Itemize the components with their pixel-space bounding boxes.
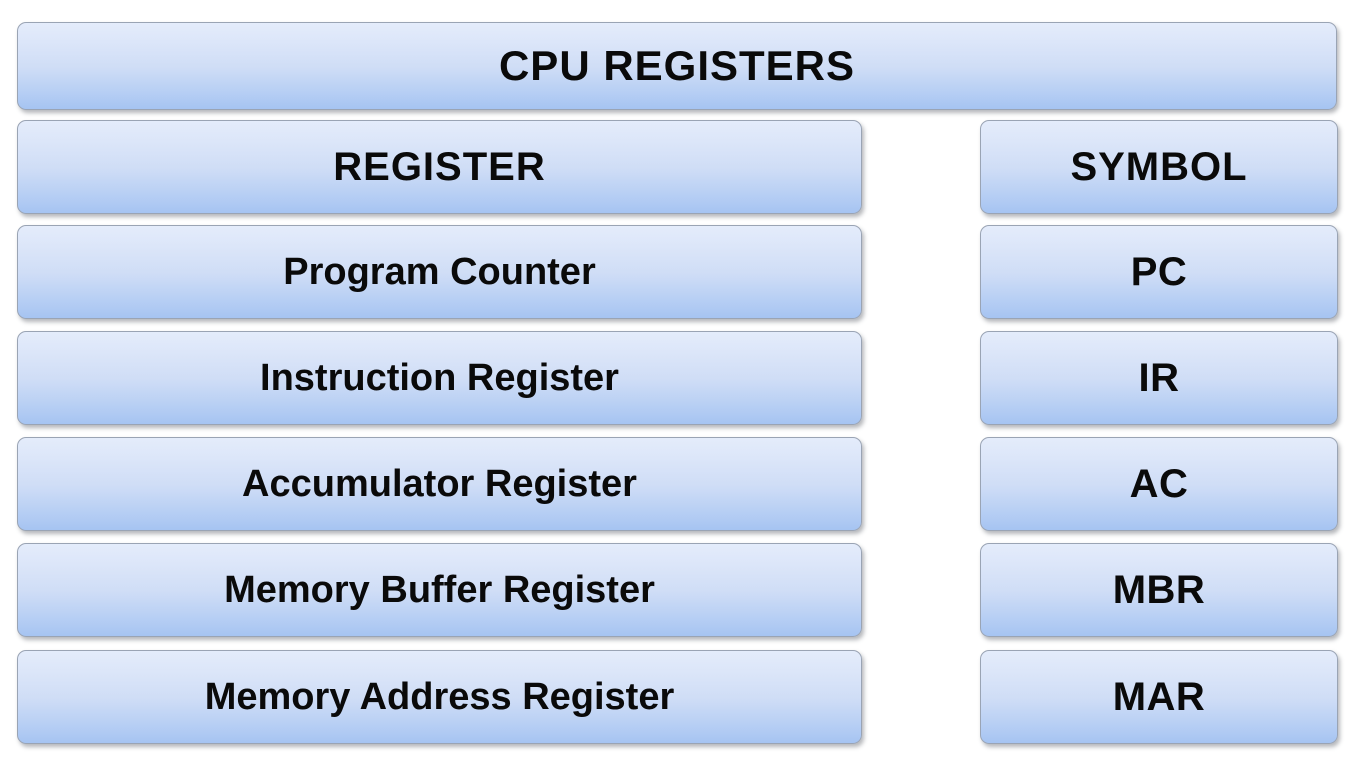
symbol-label: MAR: [1112, 675, 1206, 719]
register-name-label: Instruction Register: [260, 357, 619, 399]
register-name-label: Program Counter: [283, 251, 596, 293]
symbol-label: AC: [1129, 462, 1189, 506]
column-header-symbol-label: SYMBOL: [1070, 145, 1248, 189]
symbol-label: PC: [1130, 250, 1188, 294]
symbol-label: MBR: [1112, 568, 1206, 612]
register-cell: Program Counter: [17, 225, 862, 319]
register-name-label: Accumulator Register: [242, 463, 637, 505]
symbol-cell: AC: [980, 437, 1338, 531]
diagram-title-label: CPU REGISTERS: [498, 42, 856, 89]
symbol-cell: MBR: [980, 543, 1338, 637]
symbol-cell: IR: [980, 331, 1338, 425]
symbol-cell: MAR: [980, 650, 1338, 744]
column-header-register: REGISTER: [17, 120, 862, 214]
column-header-symbol: SYMBOL: [980, 120, 1338, 214]
register-cell: Instruction Register: [17, 331, 862, 425]
symbol-label: IR: [1138, 356, 1180, 400]
column-header-register-label: REGISTER: [333, 145, 546, 189]
symbol-cell: PC: [980, 225, 1338, 319]
register-name-label: Memory Address Register: [204, 676, 675, 718]
register-cell: Accumulator Register: [17, 437, 862, 531]
register-cell: Memory Buffer Register: [17, 543, 862, 637]
diagram-title: CPU REGISTERS: [17, 22, 1337, 110]
register-name-label: Memory Buffer Register: [224, 569, 655, 611]
register-cell: Memory Address Register: [17, 650, 862, 744]
